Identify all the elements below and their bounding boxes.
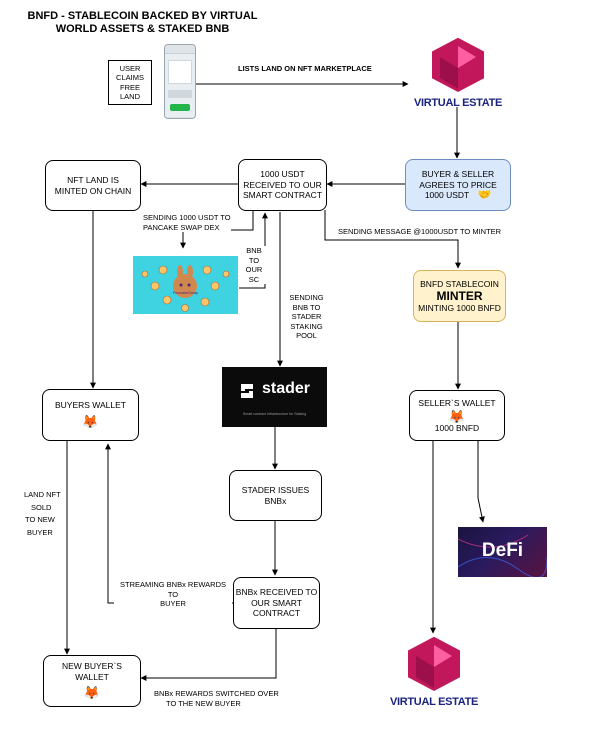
phone-screenshot	[164, 44, 196, 119]
label-land-sold: LAND NFT SOLD TO NEW BUYER	[24, 489, 61, 539]
stader-wordmark: stader	[262, 380, 311, 397]
node-new-buyers-wallet: NEW BUYER`S WALLET 🦊	[43, 655, 141, 707]
node-usdt-received: 1000 USDT RECEIVED TO OUR SMART CONTRACT	[238, 159, 327, 211]
metamask-fox-icon: 🦊	[82, 413, 99, 429]
hexagon-logo-icon	[432, 37, 484, 93]
defi-wordmark: DeFi	[481, 540, 524, 561]
edge-pancake-to-received	[239, 212, 268, 289]
pancakeswap-bunny-icon	[141, 265, 230, 312]
title-line-2: WORLD ASSETS & STAKED BNB	[55, 23, 230, 35]
diagram-title: BNFD - STABLECOIN BACKED BY VIRTUAL WORL…	[0, 10, 285, 36]
virtual-estate-wordmark: VIRTUAL ESTATE	[389, 696, 479, 708]
node-nft-land-minted: NFT LAND IS MINTED ON CHAIN	[45, 160, 141, 211]
label-lists-land: LISTS LAND ON NFT MARKETPLACE	[238, 64, 372, 74]
hexagon-logo-icon	[408, 636, 460, 692]
label-streaming-bnbx: STREAMING BNBx REWARDS TO BUYER	[114, 580, 232, 609]
edge-received-to-minter	[324, 210, 461, 269]
title-line-1: BNFD - STABLECOIN BACKED BY VIRTUAL	[27, 10, 258, 22]
stader-s-icon	[241, 384, 253, 398]
node-sellers-wallet: SELLER`S WALLET 🦊 1000 BNFD	[409, 390, 505, 441]
defi-logo: DeFi	[458, 527, 547, 577]
node-buyer-seller-agree: BUYER & SELLER AGREES TO PRICE 1000 USDT…	[405, 159, 511, 211]
stader-logo: stader Smart contract infrastructure for…	[222, 367, 327, 427]
handshake-icon: 🤝	[477, 189, 492, 202]
node-bnbx-received: BNBx RECEIVED TO OUR SMART CONTRACT	[233, 577, 320, 629]
node-buyers-wallet: BUYERS WALLET 🦊	[42, 389, 139, 441]
defi-glow-icon	[458, 534, 547, 577]
label-sending-bnb-stader: SENDING BNB TO STADER STAKING POOL	[284, 293, 329, 341]
label-sending-message: SENDING MESSAGE @1000USDT TO MINTER	[338, 227, 502, 237]
label-sending-usdt: SENDING 1000 USDT TO PANCAKE SWAP DEX	[143, 213, 231, 232]
stader-tagline: Smart contract infrastructure for Stakin…	[242, 412, 307, 416]
virtual-estate-logo-bottom: VIRTUAL ESTATE	[384, 634, 484, 708]
edge-sellers-to-defi	[477, 441, 485, 523]
edge-bnbx-to-new-buyer	[140, 629, 277, 681]
virtual-estate-wordmark: VIRTUAL ESTATE	[413, 97, 503, 109]
user-claims-label: USER CLAIMS FREE LAND	[108, 60, 152, 105]
node-bnfd-minter: BNFD STABLECOIN MINTER MINTING 1000 BNFD	[413, 270, 506, 322]
label-bnb-to-sc: BNB TO OUR SC	[240, 246, 268, 284]
node-stader-issues: STADER ISSUES BNBx	[229, 470, 322, 521]
pancakeswap-caption: PancakeSwap	[172, 290, 199, 295]
metamask-fox-icon: 🦊	[83, 685, 101, 700]
label-switched-rewards: BNBx REWARDS SWITCHED OVER TO THE NEW BU…	[154, 689, 279, 708]
virtual-estate-logo-top: VIRTUAL ESTATE	[408, 35, 508, 109]
metamask-fox-icon: 🦊	[448, 408, 466, 424]
pancakeswap-image: PancakeSwap	[133, 256, 238, 314]
